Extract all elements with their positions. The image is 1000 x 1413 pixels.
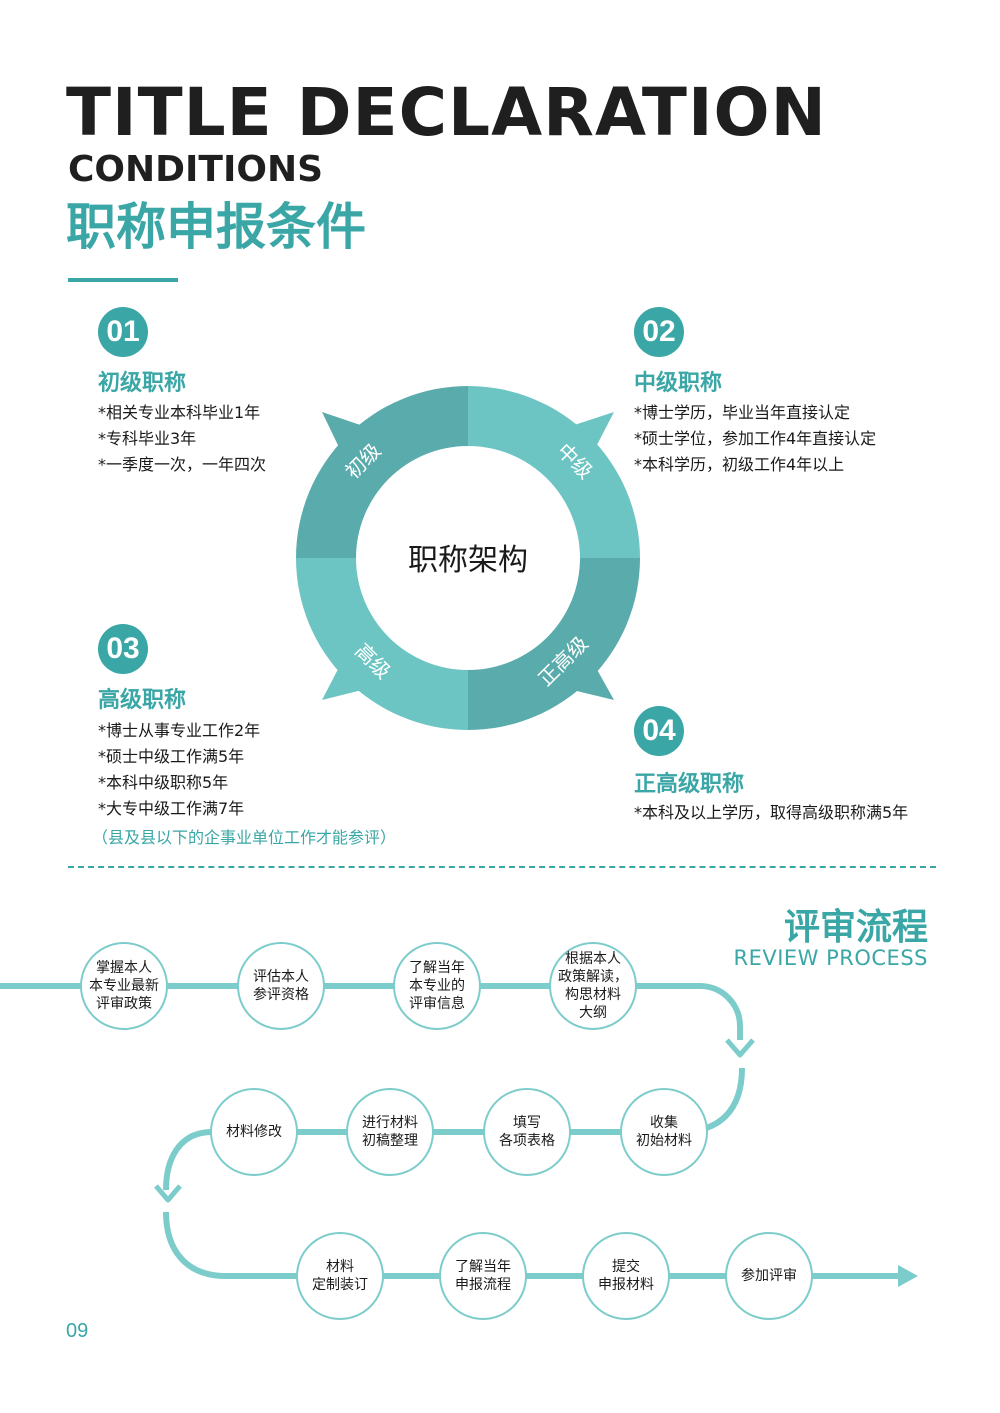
condition-line: *大专中级工作满7年 — [98, 799, 245, 818]
level-number-badge: 02 — [634, 307, 684, 357]
process-step: 根据本人 政策解读， 构思材料 大纲 — [549, 942, 637, 1030]
level-title: 中级职称 — [634, 371, 723, 396]
level-number-badge: 03 — [98, 624, 148, 674]
page-subtitle: CONDITIONS — [68, 149, 324, 190]
condition-line: *硕士学位，参加工作4年直接认定 — [634, 429, 877, 448]
condition-line: *硕士中级工作满5年 — [98, 747, 245, 766]
title-underline — [68, 278, 178, 282]
page-title-chinese: 职称申报条件 — [66, 198, 366, 256]
ring-segment-intermediate — [468, 386, 640, 558]
condition-line: *博士学历，毕业当年直接认定 — [634, 403, 851, 422]
process-step: 提交 申报材料 — [582, 1232, 670, 1320]
condition-line: *相关专业本科毕业1年 — [98, 403, 261, 422]
process-step: 了解当年 本专业的 评审信息 — [393, 942, 481, 1030]
level-conditions: *本科及以上学历，取得高级职称满5年 — [634, 800, 908, 826]
process-subtitle: REVIEW PROCESS — [733, 946, 928, 970]
process-step: 收集 初始材料 — [620, 1088, 708, 1176]
condition-line: *本科中级职称5年 — [98, 773, 229, 792]
page-number: 09 — [66, 1320, 89, 1342]
flow-end-arrow-icon — [898, 1265, 918, 1287]
condition-line: *本科及以上学历，取得高级职称满5年 — [634, 803, 909, 822]
level-title: 正高级职称 — [634, 772, 745, 797]
condition-line: *本科学历，初级工作4年以上 — [634, 455, 845, 474]
process-step: 进行材料 初稿整理 — [346, 1088, 434, 1176]
process-step: 参加评审 — [725, 1232, 813, 1320]
level-title: 初级职称 — [98, 371, 187, 396]
condition-line: *博士从事专业工作2年 — [98, 721, 261, 740]
process-step: 材料 定制装订 — [296, 1232, 384, 1320]
condition-line: *专科毕业3年 — [98, 429, 197, 448]
flow-arrow-icon — [725, 1038, 755, 1058]
process-step: 评估本人 参评资格 — [237, 942, 325, 1030]
process-step: 材料修改 — [210, 1088, 298, 1176]
level-number-badge: 01 — [98, 307, 148, 357]
page-title: TITLE DECLARATION — [66, 74, 827, 151]
level-title: 高级职称 — [98, 688, 187, 713]
ring-segment-senior — [296, 558, 468, 730]
level-conditions: *博士学历，毕业当年直接认定 *硕士学位，参加工作4年直接认定 *本科学历，初级… — [634, 400, 876, 478]
level-note: （县及县以下的企事业单位工作才能参评） — [92, 828, 397, 847]
process-step: 填写 各项表格 — [483, 1088, 571, 1176]
section-divider — [68, 866, 936, 868]
condition-line: *一季度一次，一年四次 — [98, 455, 267, 474]
process-title: 评审流程 — [783, 907, 928, 948]
process-step: 了解当年 申报流程 — [439, 1232, 527, 1320]
ring-segment-professor — [468, 558, 640, 730]
ring-segment-junior — [296, 386, 468, 558]
level-number-badge: 04 — [634, 706, 684, 756]
level-conditions: *博士从事专业工作2年 *硕士中级工作满5年 *本科中级职称5年 *大专中级工作… — [98, 718, 260, 822]
ring-center-label: 职称架构 — [408, 543, 528, 578]
process-step: 掌握本人 本专业最新 评审政策 — [80, 942, 168, 1030]
level-conditions: *相关专业本科毕业1年 *专科毕业3年 *一季度一次，一年四次 — [98, 400, 266, 478]
flow-arrow-icon — [154, 1184, 182, 1203]
